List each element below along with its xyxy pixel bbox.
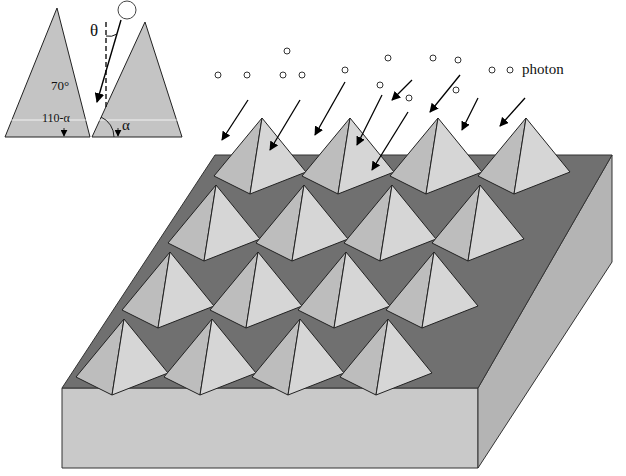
photon-dot xyxy=(385,55,391,61)
pyramid xyxy=(214,118,306,194)
pyramid xyxy=(76,319,168,395)
photon-arrow xyxy=(372,112,408,170)
inset-triangle xyxy=(5,8,90,137)
pyramid-face xyxy=(246,252,302,328)
theta-arc xyxy=(106,34,117,36)
pyramid-face xyxy=(158,252,214,328)
photon-arrow xyxy=(430,75,460,112)
pyramid xyxy=(298,252,390,328)
pyramid-face xyxy=(380,185,436,261)
inset-cross-section xyxy=(5,1,182,137)
photon-dot xyxy=(280,72,286,78)
pyramid xyxy=(432,185,524,261)
photon-dot xyxy=(455,57,461,63)
angle-label: α xyxy=(122,118,130,133)
slab-front xyxy=(62,388,478,468)
angle-pointer xyxy=(64,128,65,136)
pyramid xyxy=(386,252,478,328)
photon-dot xyxy=(299,72,305,78)
photon-dot xyxy=(507,67,513,73)
photon-arrow xyxy=(222,100,248,140)
photon-label: photon xyxy=(522,62,564,77)
pyramid xyxy=(210,252,302,328)
photon-dot xyxy=(377,82,383,88)
angle-label: θ xyxy=(90,22,98,39)
angle-pointer xyxy=(118,128,119,136)
photon-dot xyxy=(430,55,436,61)
substrate xyxy=(62,155,612,468)
pyramid xyxy=(168,185,260,261)
photon-dot xyxy=(284,48,290,54)
pyramid xyxy=(344,185,436,261)
pyramid-face xyxy=(292,185,348,261)
pyramid xyxy=(122,252,214,328)
photon-arrow xyxy=(315,82,345,135)
pyramid-face xyxy=(514,118,570,194)
angle-label: 70° xyxy=(51,79,69,92)
pyramid xyxy=(164,319,256,395)
photon-dot xyxy=(342,67,348,73)
photon-arrow xyxy=(270,100,300,150)
angle-label: 110-α xyxy=(42,112,70,124)
photon-dot xyxy=(244,72,250,78)
photons xyxy=(215,48,525,170)
pyramid-face xyxy=(468,185,524,261)
normal-line xyxy=(105,22,106,108)
pyramid xyxy=(252,319,344,395)
pyramid-face xyxy=(422,252,478,328)
angle-arc xyxy=(101,117,114,137)
photon-dot xyxy=(489,67,495,73)
pyramid-face xyxy=(426,118,482,194)
pyramid-face xyxy=(338,118,394,194)
photon-dot xyxy=(406,95,412,101)
photon-dot xyxy=(453,87,459,93)
pyramid xyxy=(256,185,348,261)
pyramid-face xyxy=(376,319,432,395)
pyramid xyxy=(478,118,570,194)
inset-line xyxy=(5,120,182,121)
pyramid-array xyxy=(76,118,570,395)
pyramid-face xyxy=(112,319,168,395)
photon-arrow xyxy=(392,80,412,100)
incident-arrow xyxy=(97,20,121,102)
photon-dot xyxy=(215,72,221,78)
photon-arrow xyxy=(500,98,525,126)
photon-circle xyxy=(118,1,136,19)
pyramid-face xyxy=(204,185,260,261)
pyramid xyxy=(390,118,482,194)
photon-arrow xyxy=(462,98,478,130)
photon-arrow xyxy=(357,95,382,145)
pyramid-face xyxy=(250,118,306,194)
pyramid-face xyxy=(288,319,344,395)
pyramid xyxy=(340,319,432,395)
pyramid-face xyxy=(334,252,390,328)
pyramid-face xyxy=(200,319,256,395)
